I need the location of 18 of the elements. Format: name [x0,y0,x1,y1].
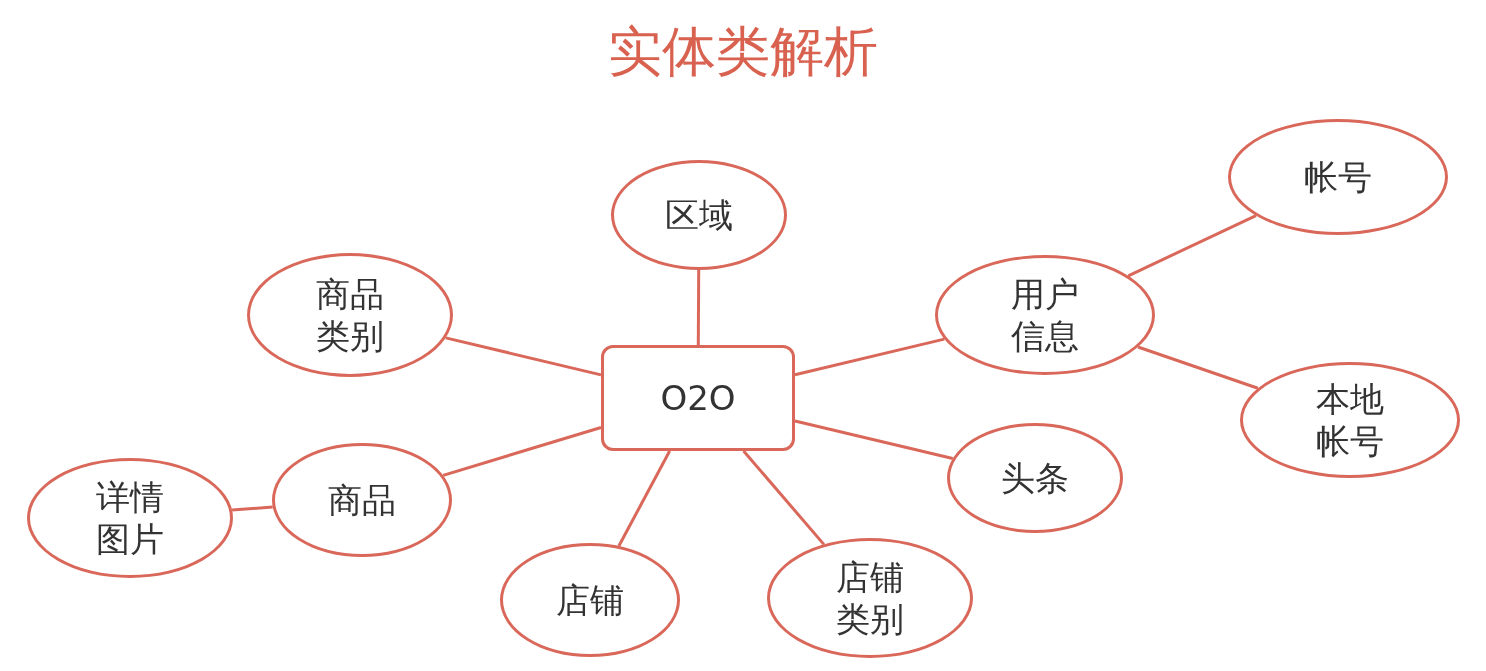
node-label: 头条 [1001,456,1069,500]
connector-line [232,505,273,512]
node-label: 商品类别 [315,272,385,358]
node-label: 详情图片 [95,475,165,561]
connector-line [696,270,701,345]
connector-line [1127,214,1257,278]
node-label: 区域 [665,193,733,237]
node-label: 店铺 [556,578,624,622]
node-label: 用户信息 [1010,272,1080,358]
central-box [601,345,795,451]
node-label: 店铺类别 [835,555,905,641]
diagram-title: 实体类解析 [608,20,878,83]
connector-line [742,450,825,546]
node-label: O2O [660,376,736,420]
connector-line [1137,345,1259,390]
node-label: 帐号 [1304,155,1372,199]
node-label: 商品 [328,478,396,522]
node-label: 本地帐号 [1315,377,1385,463]
